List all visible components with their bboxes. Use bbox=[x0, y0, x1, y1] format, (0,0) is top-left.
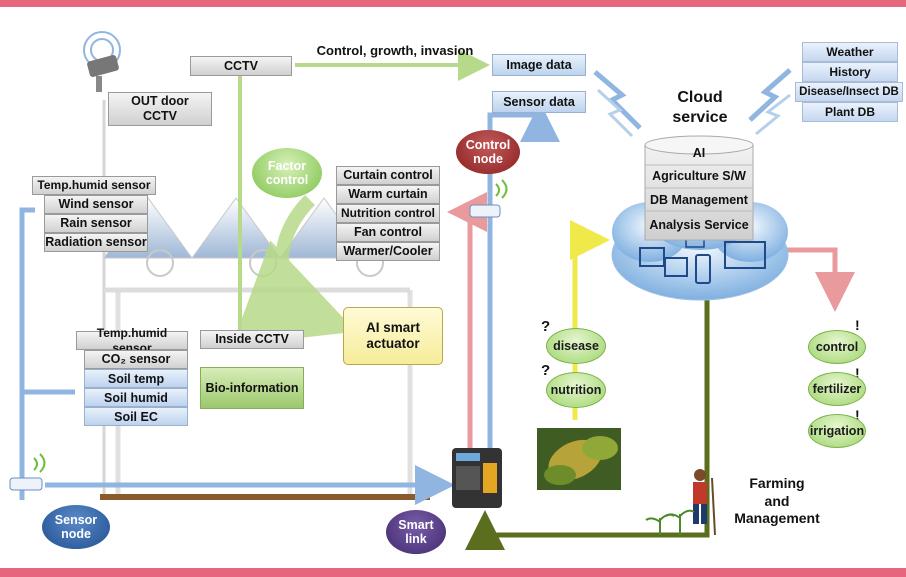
sensor-node-bubble: Sensor node bbox=[42, 505, 110, 549]
inner-sensor-soil-temp: Soil temp bbox=[84, 369, 188, 388]
control-warmer-cooler: Warmer/Cooler bbox=[336, 242, 440, 261]
control-warm-curtain: Warm curtain bbox=[336, 185, 440, 204]
farming-management-label: Farming and Management bbox=[734, 475, 820, 526]
cloud-service-title: Cloud service bbox=[672, 89, 728, 126]
ai-smart-actuator-box: AI smart actuator bbox=[343, 307, 443, 365]
farmer-icon bbox=[693, 469, 716, 536]
inside-cctv-box: Inside CCTV bbox=[200, 330, 304, 349]
smart-link-device-icon bbox=[452, 448, 502, 508]
control-node-router-icon bbox=[469, 179, 508, 218]
cctv-camera-icon bbox=[83, 31, 121, 92]
outer-sensor-temp-humid: Temp.humid sensor bbox=[32, 176, 156, 195]
db-disease-insect: Disease/Insect DB bbox=[795, 82, 903, 102]
exclamation-icon: ! bbox=[855, 407, 860, 423]
action-fertilizer: fertilizer bbox=[808, 372, 866, 406]
control-node-bubble: Control node bbox=[456, 130, 520, 174]
action-irrigation: irrigation bbox=[808, 414, 866, 448]
control-nutrition: Nutrition control bbox=[336, 204, 440, 223]
cloud-layer-ai: AI bbox=[692, 146, 706, 160]
factor-control-bubble: Factor control bbox=[252, 148, 322, 198]
diagnosis-nutrition: nutrition bbox=[546, 372, 606, 408]
diseased-leaf-photo bbox=[537, 428, 621, 490]
cloud-layer-db-management: DB Management bbox=[650, 193, 748, 207]
inner-sensor-soil-humid: Soil humid bbox=[84, 388, 188, 407]
bottom-accent-bar bbox=[0, 568, 906, 577]
smart-link-bubble: Smart link bbox=[386, 510, 446, 554]
db-plant: Plant DB bbox=[802, 102, 898, 122]
question-mark-icon: ? bbox=[541, 318, 551, 335]
inner-sensor-co2: CO₂ sensor bbox=[84, 350, 188, 369]
image-data-box: Image data bbox=[492, 54, 586, 76]
seedling-icon bbox=[645, 509, 695, 535]
outer-sensor-wind: Wind sensor bbox=[44, 195, 148, 214]
exclamation-icon: ! bbox=[855, 365, 860, 381]
image-flow-label: Control, growth, invasion bbox=[316, 43, 474, 58]
outer-sensor-rain: Rain sensor bbox=[44, 214, 148, 233]
top-accent-bar bbox=[0, 0, 906, 7]
sensor-node-router-icon bbox=[9, 453, 46, 491]
control-curtain: Curtain control bbox=[336, 166, 440, 185]
control-fan: Fan control bbox=[336, 223, 440, 242]
inner-sensor-temp-humid: Temp.humid sensor bbox=[76, 326, 188, 355]
action-control: control bbox=[808, 330, 866, 364]
diagnosis-disease: disease bbox=[546, 328, 606, 364]
cctv-box: CCTV bbox=[190, 56, 292, 76]
sensor-data-box: Sensor data bbox=[492, 91, 586, 113]
bio-information-box: Bio-information bbox=[200, 367, 304, 409]
outer-sensor-radiation: Radiation sensor bbox=[44, 233, 148, 252]
exclamation-icon: ! bbox=[855, 317, 860, 333]
cloud-database-cylinder bbox=[644, 135, 754, 241]
cloud-layer-analysis: Analysis Service bbox=[649, 218, 749, 232]
cloud-layer-agriculture: Agriculture S/W bbox=[652, 169, 746, 183]
db-history: History bbox=[802, 62, 898, 82]
outdoor-cctv-box: OUT door CCTV bbox=[108, 92, 212, 126]
question-mark-icon: ? bbox=[541, 362, 551, 379]
inner-sensor-soil-ec: Soil EC bbox=[84, 407, 188, 426]
db-weather: Weather bbox=[802, 42, 898, 62]
